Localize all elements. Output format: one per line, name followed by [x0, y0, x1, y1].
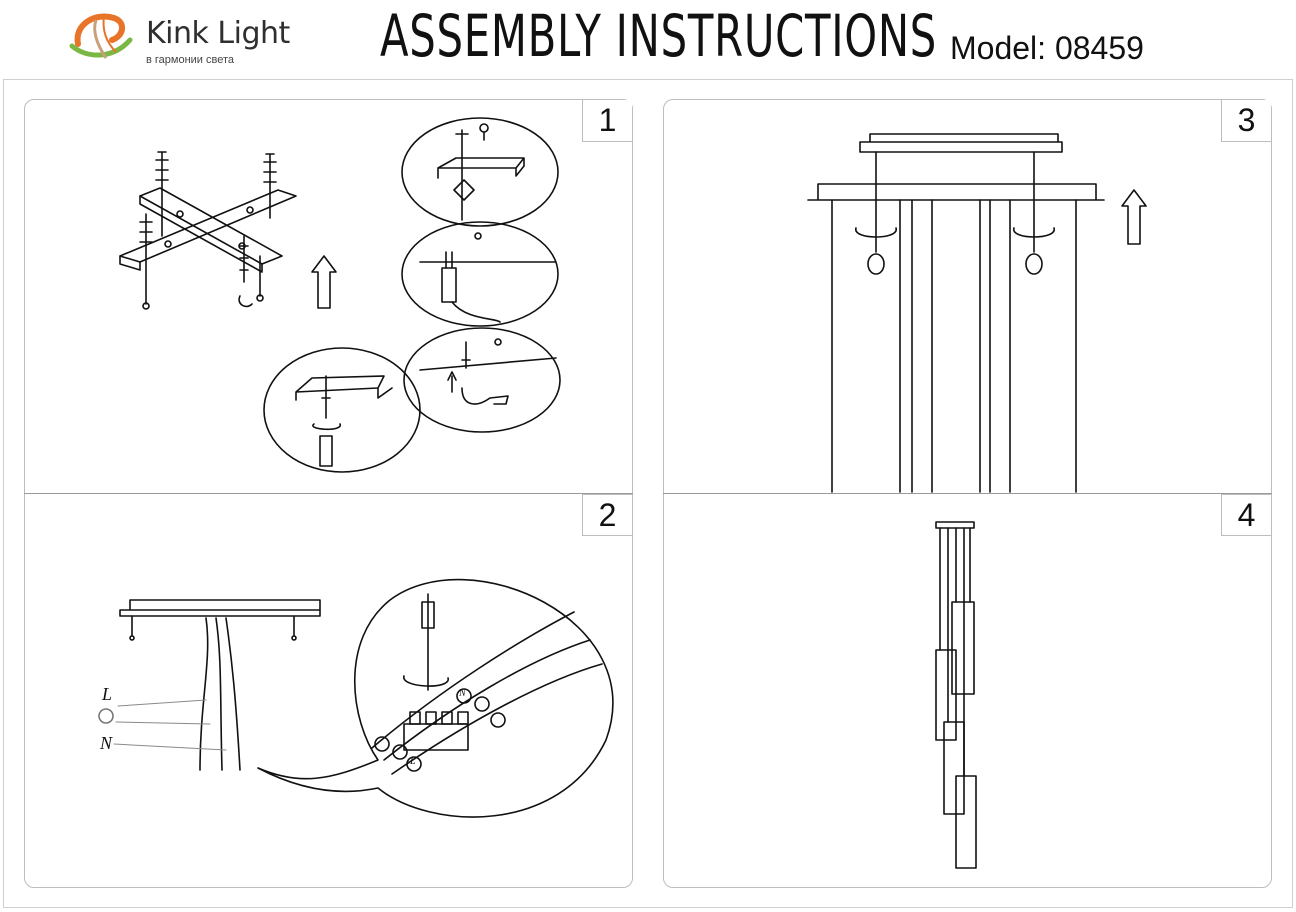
arrow-up-icon	[1121, 189, 1147, 245]
right-panel-divider	[663, 493, 1272, 494]
left-panel-divider	[24, 493, 633, 494]
step-number-2: 2	[582, 494, 632, 536]
rotate-arrow-icon	[403, 675, 449, 687]
step-2-wiring-illustration	[98, 578, 614, 818]
brand-tagline: в гармонии света	[146, 54, 235, 66]
arrow-up-icon	[447, 371, 457, 393]
brand-logo: Kink Light в гармонии света	[66, 6, 306, 68]
wire-label-live: L	[102, 684, 113, 704]
step-1-bracket-illustration	[119, 117, 561, 473]
model-number: Model: 08459	[950, 30, 1144, 66]
page-frame	[3, 79, 1293, 908]
wire-label-neutral: N	[100, 733, 113, 753]
terminal-label-l: L	[410, 756, 416, 767]
step-number-3: 3	[1221, 100, 1271, 142]
step-number-4: 4	[1221, 494, 1271, 536]
page-header: Kink Light в гармонии света ASSEMBLY INS…	[0, 0, 1296, 76]
step-4-finished-lamp-illustration	[935, 521, 977, 869]
screwdriver-icon	[421, 593, 435, 691]
logo-swirl-icon	[69, 13, 133, 59]
step-number-1: 1	[582, 100, 632, 142]
hammer-icon	[461, 387, 509, 405]
arrow-up-icon	[311, 255, 337, 309]
terminal-label-n: N	[459, 688, 466, 699]
brand-name: Kink Light	[146, 16, 290, 51]
step-3-canopy-illustration	[807, 133, 1147, 493]
earth-symbol-icon	[98, 708, 114, 724]
page-title: ASSEMBLY INSTRUCTIONS	[380, 2, 938, 70]
rotate-arrow-icon	[855, 227, 897, 238]
screwdriver-icon	[319, 435, 333, 467]
rotate-arrow-icon	[1013, 227, 1055, 238]
